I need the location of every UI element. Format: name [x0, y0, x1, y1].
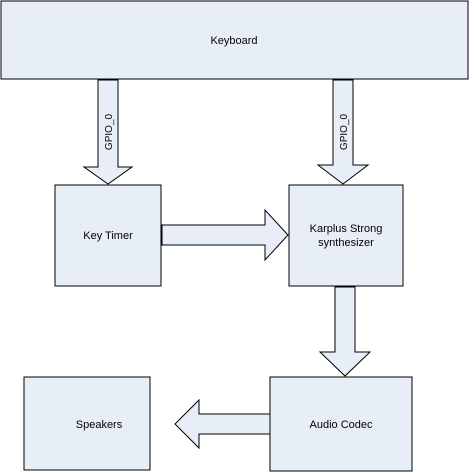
- codec-to-speakers-arrow: [174, 398, 271, 450]
- key-timer-block: Key Timer: [54, 184, 162, 287]
- karplus-strong-block: Karplus Strong synthesizer: [288, 184, 404, 287]
- keyboard-block: Keyboard: [0, 0, 469, 80]
- gpio-arrow-right: GPIO_0: [316, 79, 370, 185]
- gpio-arrow-left-label: GPIO_0: [104, 114, 115, 151]
- audio-codec-label: Audio Codec: [310, 419, 373, 431]
- speakers-block: Speakers: [23, 376, 151, 471]
- karplus-strong-label-line1: Karplus Strong: [310, 223, 383, 235]
- key-timer-to-synth-arrow: [161, 208, 289, 262]
- audio-codec-block: Audio Codec: [269, 376, 413, 472]
- keyboard-label: Keyboard: [210, 35, 257, 47]
- gpio-arrow-right-label: GPIO_0: [339, 114, 350, 151]
- gpio-arrow-left: GPIO_0: [82, 79, 134, 185]
- synth-to-codec-arrow: [318, 286, 372, 377]
- key-timer-label: Key Timer: [83, 230, 133, 242]
- karplus-strong-label-line2: synthesizer: [318, 237, 374, 249]
- speakers-label: Speakers: [76, 419, 123, 431]
